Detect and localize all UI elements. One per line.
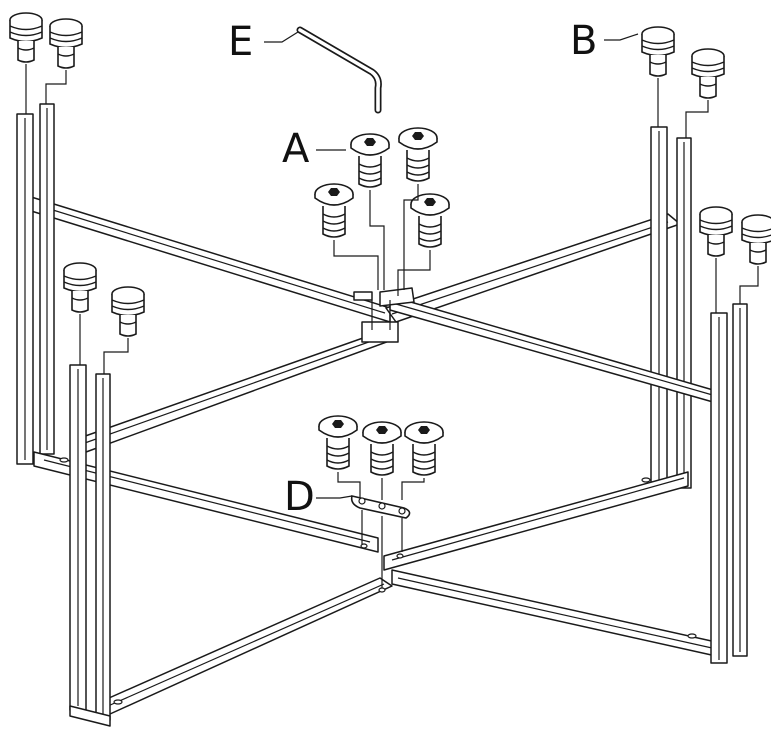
leg-front-right — [710, 303, 748, 664]
leg-back-right — [650, 126, 692, 489]
leg-back-left — [16, 103, 55, 465]
label-a: A — [282, 126, 346, 172]
leveling-feet — [9, 12, 771, 374]
label-d: D — [284, 474, 353, 520]
connector-plate — [350, 495, 411, 588]
label-b-text: B — [570, 18, 597, 64]
label-e: E — [228, 19, 299, 65]
leg-front-left — [69, 364, 111, 727]
frame-upper-cross — [73, 287, 721, 453]
label-d-text: D — [284, 474, 315, 520]
label-e-text: E — [228, 19, 253, 65]
hex-key — [296, 26, 382, 114]
screws-a — [314, 127, 450, 296]
frame-lower — [33, 451, 717, 715]
label-b: B — [570, 18, 639, 64]
label-a-text: A — [282, 126, 310, 172]
screws-d — [318, 415, 444, 500]
